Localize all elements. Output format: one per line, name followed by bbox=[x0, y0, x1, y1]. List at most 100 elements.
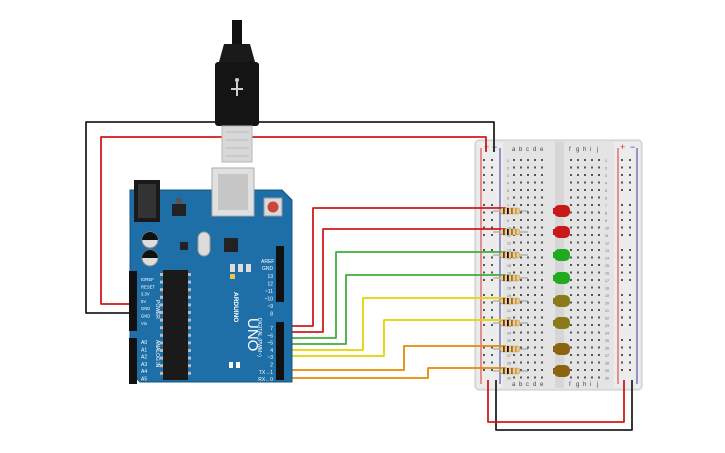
led-yellow bbox=[553, 295, 570, 307]
row-number: 26 bbox=[605, 347, 609, 351]
pin-label: 4 bbox=[270, 348, 273, 354]
pin-label: IOREF bbox=[141, 277, 154, 282]
reset-button-icon[interactable] bbox=[263, 197, 283, 217]
column-letter: d bbox=[533, 382, 536, 388]
row-number: 12 bbox=[605, 242, 609, 246]
resistor bbox=[493, 228, 528, 236]
pin-label: A1 bbox=[141, 347, 147, 353]
column-letter: j bbox=[596, 382, 598, 388]
rail-plus-label-right: + bbox=[620, 142, 625, 152]
column-letter: i bbox=[590, 382, 591, 388]
resistor bbox=[493, 345, 528, 353]
digital-label: DIGITAL (PWM~) bbox=[256, 318, 262, 357]
column-letter: h bbox=[583, 382, 586, 388]
pin-label: ~3 bbox=[267, 355, 273, 361]
column-letter: g bbox=[576, 147, 579, 153]
row-number: 27 bbox=[605, 354, 609, 358]
row-number: 28 bbox=[507, 362, 511, 366]
row-number: 1 bbox=[605, 159, 607, 163]
5v-wire bbox=[100, 136, 487, 305]
row-number: 15 bbox=[507, 264, 511, 268]
column-letter: b bbox=[519, 147, 523, 153]
gnd-wire bbox=[85, 121, 495, 314]
row-number: 7 bbox=[507, 204, 509, 208]
column-letter: d bbox=[533, 147, 536, 153]
row-number: 10 bbox=[605, 227, 609, 231]
row-number: 18 bbox=[605, 287, 609, 291]
pin-label: ~11 bbox=[265, 289, 273, 295]
row-number: 14 bbox=[507, 257, 511, 261]
row-number: 16 bbox=[605, 272, 609, 276]
bottom-black-jumper bbox=[495, 380, 633, 431]
row-number: 6 bbox=[507, 197, 509, 201]
row-number: 9 bbox=[507, 219, 509, 223]
analog-label: ANALOG IN bbox=[154, 340, 160, 368]
row-number: 24 bbox=[605, 332, 609, 336]
pin-label: A3 bbox=[141, 362, 147, 368]
row-number: 18 bbox=[507, 287, 511, 291]
resistor bbox=[493, 207, 528, 215]
pin-label: GND bbox=[141, 314, 150, 319]
column-letter: j bbox=[596, 147, 598, 153]
row-number: 5 bbox=[605, 189, 607, 193]
column-letter: e bbox=[540, 147, 544, 153]
row-number: 17 bbox=[605, 279, 609, 283]
row-number: 7 bbox=[605, 204, 607, 208]
pin-label: 13 bbox=[267, 274, 273, 280]
row-number: 5 bbox=[507, 189, 509, 193]
led-red bbox=[553, 226, 570, 238]
pin-label: TX→1 bbox=[259, 370, 273, 376]
pin-label: ~5 bbox=[267, 341, 273, 347]
pin-label: 3.3V bbox=[141, 292, 150, 297]
column-letter: i bbox=[590, 147, 591, 153]
pin-label: A0 bbox=[141, 340, 147, 346]
pin-label: RX←0 bbox=[258, 377, 273, 383]
pin-label: 8 bbox=[270, 312, 273, 318]
pin-label: ~6 bbox=[267, 333, 273, 339]
resistor bbox=[493, 367, 528, 375]
column-letter: c bbox=[526, 147, 529, 153]
led-orange bbox=[553, 365, 570, 377]
pin-label: 7 bbox=[270, 326, 273, 332]
pin-label: GND bbox=[141, 306, 150, 311]
wires bbox=[85, 121, 633, 431]
row-number: 9 bbox=[605, 219, 607, 223]
brand-label: ARDUINO bbox=[232, 292, 239, 322]
row-number: 19 bbox=[605, 294, 609, 298]
model-label: UNO bbox=[244, 318, 261, 351]
row-number: 21 bbox=[507, 309, 511, 313]
row-number: 29 bbox=[605, 369, 609, 373]
breadboard-row-numbers: 1122334455667788991010111112121313141415… bbox=[507, 159, 609, 381]
pin-label: Vin bbox=[141, 321, 148, 326]
power-label: POWER bbox=[154, 300, 160, 319]
pin1-wire bbox=[283, 345, 506, 371]
row-number: 27 bbox=[507, 354, 511, 358]
pin6-wire bbox=[283, 228, 506, 333]
row-number: 19 bbox=[507, 294, 511, 298]
column-letter: b bbox=[519, 382, 523, 388]
resistor bbox=[493, 319, 528, 327]
pin-label: 5V bbox=[141, 299, 146, 304]
row-number: 21 bbox=[605, 309, 609, 313]
row-number: 22 bbox=[605, 317, 609, 321]
pin-label: A2 bbox=[141, 355, 147, 361]
leds bbox=[553, 205, 570, 377]
row-number: 1 bbox=[507, 159, 509, 163]
resistor bbox=[493, 251, 528, 259]
row-number: 20 bbox=[605, 302, 609, 306]
pin-label: A5 bbox=[141, 377, 147, 383]
row-number: 3 bbox=[605, 174, 607, 178]
row-number: 12 bbox=[507, 242, 511, 246]
row-number: 14 bbox=[605, 257, 609, 261]
row-number: 24 bbox=[507, 332, 511, 336]
pin5-wire bbox=[283, 251, 506, 339]
row-number: 15 bbox=[605, 264, 609, 268]
row-number: 6 bbox=[605, 197, 607, 201]
row-number: 30 bbox=[507, 377, 511, 381]
pin2-wire bbox=[283, 319, 506, 357]
